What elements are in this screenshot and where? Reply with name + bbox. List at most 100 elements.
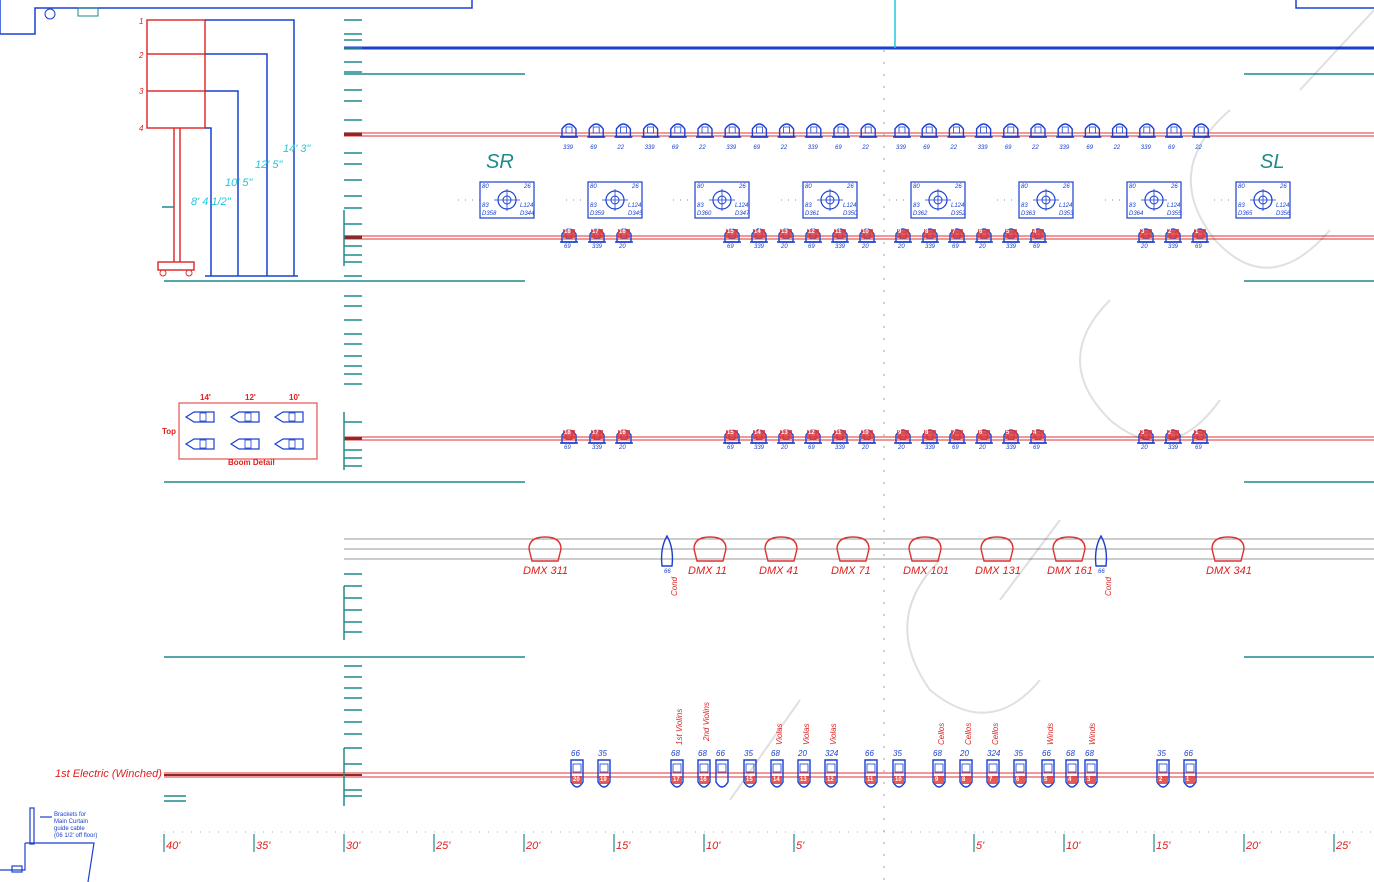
moving-light-body bbox=[764, 536, 798, 562]
fixture-body bbox=[615, 123, 632, 138]
ruler-label: 10' bbox=[706, 840, 721, 852]
electric3-unit bbox=[1191, 429, 1209, 444]
electric3-unit bbox=[723, 429, 741, 444]
pipe-border-1 bbox=[344, 132, 1374, 137]
conductor-color: 66 bbox=[664, 569, 671, 575]
boom-detail-col-3: 10' bbox=[289, 393, 300, 402]
border-light-color: 69 bbox=[1004, 145, 1012, 151]
electric3-unit bbox=[1002, 429, 1020, 444]
cyc-label-ml: 83 bbox=[697, 203, 704, 209]
fixture-lens bbox=[1116, 126, 1123, 134]
moving-light bbox=[908, 536, 942, 562]
cyc-label-ml: 83 bbox=[482, 203, 489, 209]
height-label-2: 12' 5" bbox=[255, 159, 283, 171]
cyc-label-mr: L124 bbox=[735, 203, 749, 209]
conductor-shape bbox=[1094, 534, 1108, 567]
moving-light-body bbox=[693, 536, 727, 562]
fixture-body bbox=[1193, 123, 1209, 138]
electric1-body bbox=[1013, 759, 1027, 788]
electric1-number: 20 bbox=[573, 777, 580, 783]
border-light-color: 69 bbox=[753, 145, 761, 151]
conductor-special bbox=[1094, 534, 1108, 567]
border-light bbox=[1165, 123, 1183, 138]
electric2-unit bbox=[1164, 228, 1182, 243]
section-label: 1st Violins bbox=[675, 708, 684, 745]
unit-number: 16 bbox=[619, 430, 626, 436]
fixture-lens bbox=[953, 126, 960, 134]
cyc-label-br: D352 bbox=[951, 211, 966, 217]
unit-color: 339 bbox=[835, 445, 846, 451]
cyc-label-tr: 26 bbox=[1171, 184, 1178, 190]
cyc-label-mr: L124 bbox=[628, 203, 642, 209]
electric3-unit bbox=[560, 429, 578, 444]
electric2-unit bbox=[750, 228, 768, 243]
fixture-body bbox=[860, 123, 876, 138]
unit-number-bg bbox=[807, 430, 819, 439]
moving-light bbox=[1052, 536, 1086, 562]
unit-number: 15 bbox=[727, 229, 734, 235]
electric1-lens bbox=[799, 763, 809, 773]
unit-number: 9 bbox=[898, 430, 902, 436]
fixture-body bbox=[1003, 123, 1019, 138]
ruler-label: 25' bbox=[436, 840, 451, 852]
electric1-color: 66 bbox=[716, 749, 725, 758]
electric1-unit bbox=[1183, 759, 1197, 788]
electric1-lens bbox=[988, 763, 998, 773]
section-label: 2nd Violins bbox=[702, 702, 711, 741]
electric1-number-bg bbox=[934, 776, 944, 784]
electric1-body bbox=[797, 759, 811, 788]
unit-number-bg bbox=[563, 229, 575, 238]
watermark bbox=[729, 9, 1374, 801]
electric2-unit bbox=[831, 228, 849, 243]
boom-detail-col-1: 14' bbox=[200, 393, 211, 402]
electric1-lens bbox=[772, 763, 782, 773]
moving-light bbox=[693, 536, 727, 562]
unit-color: 20 bbox=[619, 445, 626, 451]
unit-number: 2 bbox=[1168, 229, 1172, 235]
border-light-color: 339 bbox=[1140, 145, 1151, 151]
fixture-lens bbox=[1170, 126, 1178, 134]
fixture-lens bbox=[1143, 126, 1151, 134]
fixture-lens bbox=[898, 126, 906, 134]
border-light bbox=[859, 123, 878, 138]
unit-number: 2 bbox=[1168, 430, 1172, 436]
unit-number-bg bbox=[834, 229, 846, 238]
conductor-label: Cond bbox=[1104, 576, 1113, 596]
unit-number-bg bbox=[1167, 430, 1179, 439]
unit-number-bg bbox=[1167, 229, 1179, 238]
fixture-body bbox=[588, 123, 604, 138]
border-light-color: 22 bbox=[1032, 145, 1039, 151]
unit-number: 12 bbox=[808, 229, 815, 235]
electric1-color: 66 bbox=[865, 749, 874, 758]
electric1-body bbox=[1084, 759, 1098, 788]
pipe-truss bbox=[344, 538, 1374, 560]
electric1-color: 68 bbox=[1066, 749, 1075, 758]
cyc-label-ml: 83 bbox=[1021, 203, 1028, 209]
electric1-number-bg bbox=[599, 776, 609, 784]
fixture-lens bbox=[980, 126, 987, 134]
fixture-body bbox=[1057, 123, 1073, 138]
electric1-number: 12 bbox=[827, 777, 834, 783]
electric3-unit bbox=[1137, 429, 1155, 444]
unit-number: 4 bbox=[1033, 430, 1037, 436]
border-light bbox=[723, 123, 742, 138]
unit-number-bg bbox=[563, 430, 575, 439]
electric1-unit bbox=[570, 759, 584, 788]
ruler-label: 10' bbox=[1066, 840, 1081, 852]
ruler-label: 20' bbox=[1246, 840, 1261, 852]
legs bbox=[164, 73, 1374, 658]
border-light-color: 22 bbox=[862, 145, 869, 151]
cyc-label-br: D350 bbox=[843, 211, 858, 217]
fixture-body bbox=[642, 123, 659, 138]
electric1-color: 35 bbox=[598, 749, 607, 758]
boom-detail-shape bbox=[273, 411, 304, 423]
electric1-body bbox=[986, 759, 1000, 788]
unit-number-bg bbox=[978, 430, 990, 439]
unit-color: 339 bbox=[592, 445, 603, 451]
moving-light-body bbox=[836, 536, 870, 562]
electric1-number: 3 bbox=[1087, 777, 1091, 783]
electric1-number-bg bbox=[1158, 776, 1168, 784]
height-label-3: 10' 5" bbox=[225, 177, 253, 189]
moving-light bbox=[1211, 536, 1245, 562]
